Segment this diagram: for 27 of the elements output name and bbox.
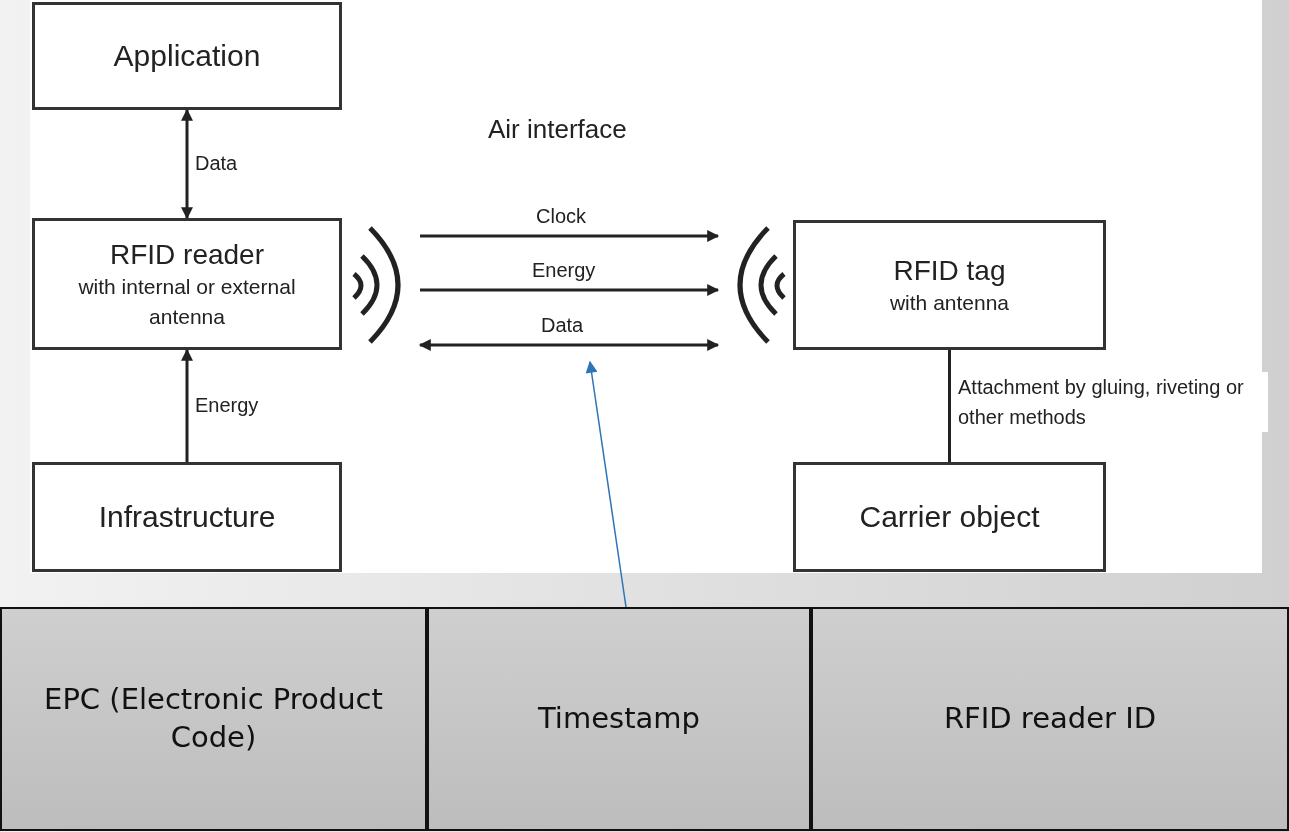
process-box <box>32 2 342 110</box>
box-title: RFID reader <box>109 238 264 273</box>
box-title: Infrastructure <box>98 499 276 536</box>
box-subtitle: with internal or external antenna <box>77 274 297 330</box>
table-cell <box>811 607 1289 831</box>
connector-line <box>948 350 951 462</box>
arrow <box>420 230 720 242</box>
cell-text: Timestamp <box>537 700 701 738</box>
process-box <box>32 462 342 572</box>
arrow <box>181 348 193 462</box>
process-box <box>793 462 1106 572</box>
process-box <box>32 218 342 350</box>
table-cell <box>427 607 811 831</box>
box-title: Carrier object <box>859 499 1040 536</box>
cell-text: RFID reader ID <box>942 700 1158 738</box>
arrow <box>420 284 720 296</box>
section-label: Air interface <box>488 114 627 145</box>
leader-arrow <box>585 360 627 608</box>
process-box <box>793 220 1106 350</box>
box-subtitle: with antenna <box>889 289 1010 316</box>
box-title: Application <box>113 38 261 75</box>
box-title: RFID tag <box>893 253 1006 288</box>
table-cell <box>0 607 427 831</box>
arrow <box>181 108 193 220</box>
cell-text: EPC (Electronic Product Code) <box>43 681 384 756</box>
arrow <box>418 339 720 351</box>
edge-label: Attachment by gluing, riveting or other methods <box>958 372 1268 432</box>
